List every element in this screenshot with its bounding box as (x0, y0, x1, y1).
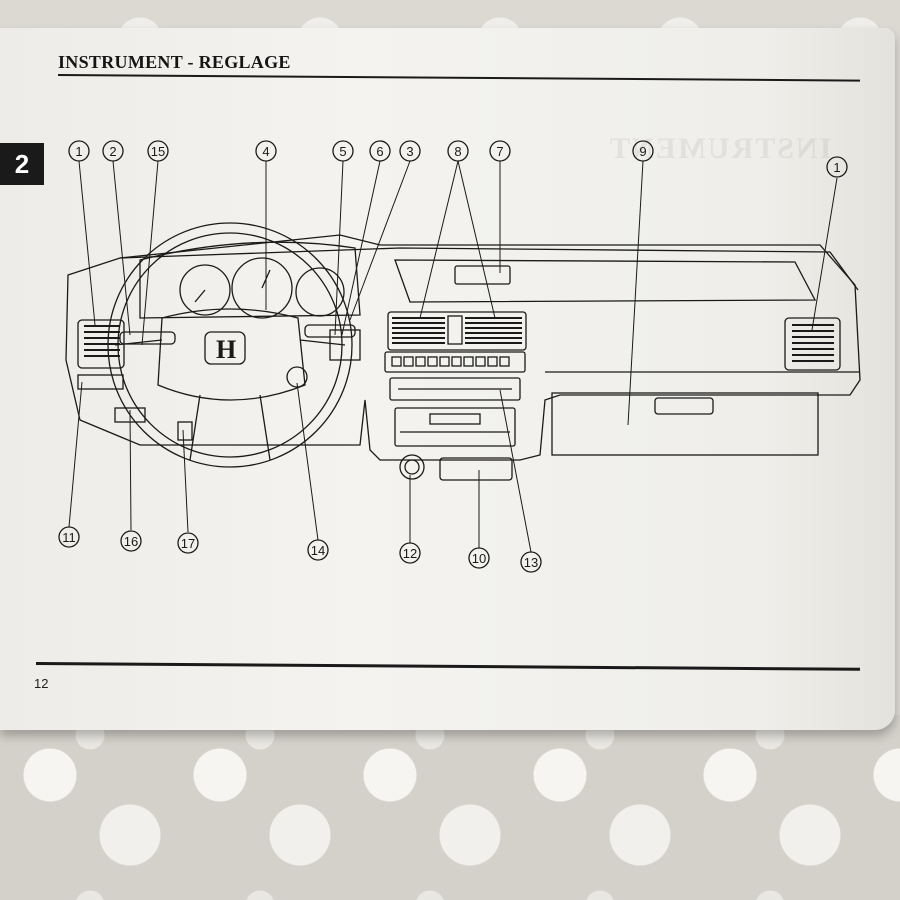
steering-spoke-right (299, 339, 346, 346)
callout-8: 8 (447, 140, 469, 162)
radio-unit (394, 407, 516, 447)
callout-2: 2 (102, 140, 124, 162)
speedometer-right (295, 267, 345, 317)
page-number: 12 (34, 676, 49, 691)
svg-text:5: 5 (339, 144, 346, 159)
pedal-lever (177, 421, 193, 441)
cigarette-lighter (399, 454, 425, 480)
svg-text:9: 9 (639, 144, 646, 159)
callout-11: 11 (58, 526, 80, 548)
callouts-bottom: 11 16 17 14 12 10 13 (58, 526, 542, 573)
hazard-switch-block (329, 329, 361, 361)
left-switch-panel (77, 374, 124, 390)
svg-text:15: 15 (151, 144, 165, 159)
heater-controls (389, 377, 521, 401)
callout-14: 14 (307, 539, 329, 561)
left-vent (77, 319, 125, 369)
svg-text:14: 14 (311, 543, 325, 558)
windshield-line (394, 259, 817, 303)
callout-16: 16 (120, 530, 142, 552)
callout-17: 17 (177, 532, 199, 554)
svg-text:1: 1 (833, 160, 840, 175)
callout-6: 6 (369, 140, 391, 162)
svg-text:12: 12 (403, 546, 417, 561)
steering-hub (157, 308, 306, 401)
ignition-switch (286, 366, 308, 388)
lever-left (119, 331, 176, 345)
speedometer-left (179, 264, 231, 316)
callout-3: 3 (399, 140, 421, 162)
callout-4: 4 (255, 140, 277, 162)
dashboard-outline (65, 234, 861, 461)
svg-text:1: 1 (75, 144, 82, 159)
svg-text:17: 17 (181, 536, 195, 551)
svg-text:4: 4 (262, 144, 269, 159)
callout-1-right: 1 (826, 156, 848, 178)
center-vents (387, 311, 527, 351)
dashboard-top-ridge (119, 247, 859, 291)
right-vent (784, 317, 841, 371)
callout-15: 15 (147, 140, 169, 162)
steering-wheel-rim (107, 222, 353, 468)
page-title: INSTRUMENT - REGLAGE (58, 52, 291, 72)
callout-5: 5 (332, 140, 354, 162)
callout-12: 12 (399, 542, 421, 564)
instrument-hood (139, 241, 361, 319)
tachometer (231, 257, 293, 319)
glovebox (551, 392, 819, 456)
callout-7: 7 (489, 140, 511, 162)
lace-tablecloth-foreground (0, 715, 900, 900)
svg-text:16: 16 (124, 534, 138, 549)
svg-text:13: 13 (524, 555, 538, 570)
section-tab: 2 (0, 143, 44, 185)
glovebox-latch (654, 397, 714, 415)
callout-13: 13 (520, 551, 542, 573)
svg-text:8: 8 (454, 144, 461, 159)
honda-logo-icon: H (216, 335, 236, 364)
callouts-top: 1 2 15 4 5 6 3 8 7 9 1 (68, 140, 848, 178)
control-buttons (391, 356, 510, 367)
svg-text:7: 7 (496, 144, 503, 159)
svg-text:2: 2 (109, 144, 116, 159)
callout-10: 10 (468, 547, 490, 569)
ashtray (439, 457, 513, 481)
sensor-box (454, 265, 511, 285)
svg-text:3: 3 (406, 144, 413, 159)
steering-spoke-bottom (189, 394, 271, 461)
manual-page (0, 28, 895, 730)
control-panel (384, 351, 526, 373)
svg-text:6: 6 (376, 144, 383, 159)
leader-lines (68, 160, 838, 553)
callout-1-left: 1 (68, 140, 90, 162)
callout-9: 9 (632, 140, 654, 162)
svg-text:11: 11 (62, 530, 76, 545)
svg-text:10: 10 (472, 551, 486, 566)
